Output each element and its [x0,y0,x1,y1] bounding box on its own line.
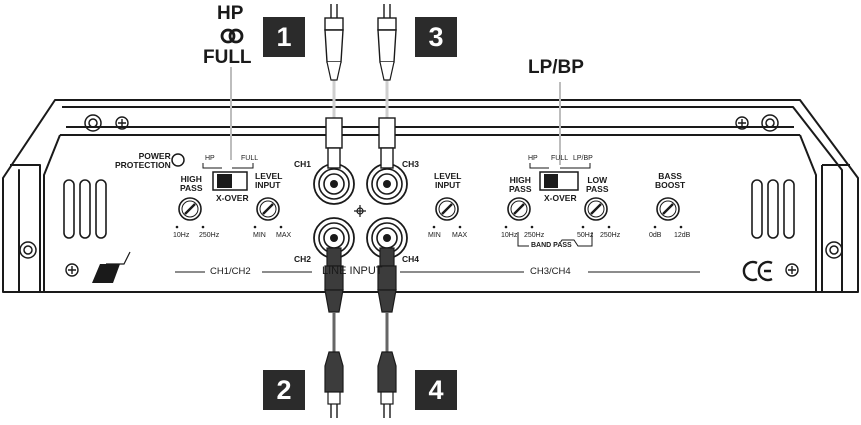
ch34-xover-label: X-OVER [544,193,577,203]
esx-logo [92,251,131,283]
ch3-plug [377,4,397,169]
bass-boost-min: 0dB [649,232,662,239]
ch12-level-min: MIN [253,232,266,239]
ch12-xover-switch[interactable] [202,163,254,191]
ch1-jack[interactable] [313,163,355,205]
ch12-high-pass-title: HIGH PASS [180,174,203,193]
bass-boost-knob[interactable] [653,197,683,229]
ch34-high-pass-knob[interactable] [504,197,534,229]
ch34-low-pass-min: 50Hz [577,232,594,239]
ch34-high-pass-min: 10Hz [501,232,518,239]
ch12-xover-label: X-OVER [216,193,249,203]
full-label: FULL [203,47,252,68]
ch34-level-min: MIN [428,232,441,239]
badge-1: 1 [263,17,305,57]
vent-slots-right [751,179,795,239]
power-led [171,153,185,167]
ch34-low-pass-knob[interactable] [581,197,611,229]
band-pass-bracket [517,232,593,247]
ch12-switch-full: FULL [241,155,259,162]
vent-slots-left [63,179,107,239]
potentiometers[interactable] [175,197,683,229]
badge-2: 2 [263,370,305,410]
band-pass-label: BAND PASS [529,242,574,249]
ch34-switch-hp: HP [528,155,538,162]
ch34-high-pass-title: HIGH PASS [509,175,532,194]
badge-3: 3 [415,17,457,57]
ch34-low-pass-max: 250Hz [600,232,621,239]
ch34-low-pass-title: LOW PASS [586,175,609,194]
ch4-plug [377,247,397,418]
ch12-level-title: LEVEL INPUT [255,171,283,190]
hp-label: HP [217,3,244,24]
ch12-level-knob[interactable] [253,197,283,229]
ch4-jack[interactable] [366,217,408,259]
rca-cables [324,4,397,418]
ch12-section-label: CH1/CH2 [210,266,251,277]
ch34-section-label: CH3/CH4 [530,266,571,277]
bass-boost-title: BASS BOOST [655,171,686,190]
ch3-label: CH3 [402,159,420,169]
center-mark [354,205,366,217]
ch2-plug [324,247,344,418]
ch2-label: CH2 [294,254,312,264]
ch34-switch-full: FULL [551,155,569,162]
ch34-level-max: MAX [452,232,468,239]
screws [19,114,843,259]
ch12-switch-hp: HP [205,155,215,162]
ch12-high-pass-knob[interactable] [175,197,205,229]
ch34-level-knob[interactable] [432,197,462,229]
line-input-label: LINE INPUT [322,265,383,277]
mount-holes [65,116,799,277]
ch12-high-pass-min: 10Hz [173,232,190,239]
callout-lines [230,67,561,165]
bass-boost-max: 12dB [674,232,691,239]
ch34-switch-lp-bp: LP/BP [573,155,593,162]
ch1-label: CH1 [294,159,312,169]
ch12-high-pass-max: 250Hz [199,232,220,239]
linked-rings-icon [219,28,245,49]
chassis-outline [2,99,859,293]
ch3-jack[interactable] [366,163,408,205]
ch34-xover-switch[interactable] [529,163,591,191]
ce-mark [742,260,773,282]
ch12-level-max: MAX [276,232,292,239]
ch34-high-pass-max: 250Hz [524,232,545,239]
ch4-label: CH4 [402,254,420,264]
power-protection-label: POWER PROTECTION [115,151,171,170]
badge-4: 4 [415,370,457,410]
lp-bp-label: LP/BP [528,57,584,78]
ch1-plug [324,4,344,169]
ch34-level-title: LEVEL INPUT [434,171,462,190]
